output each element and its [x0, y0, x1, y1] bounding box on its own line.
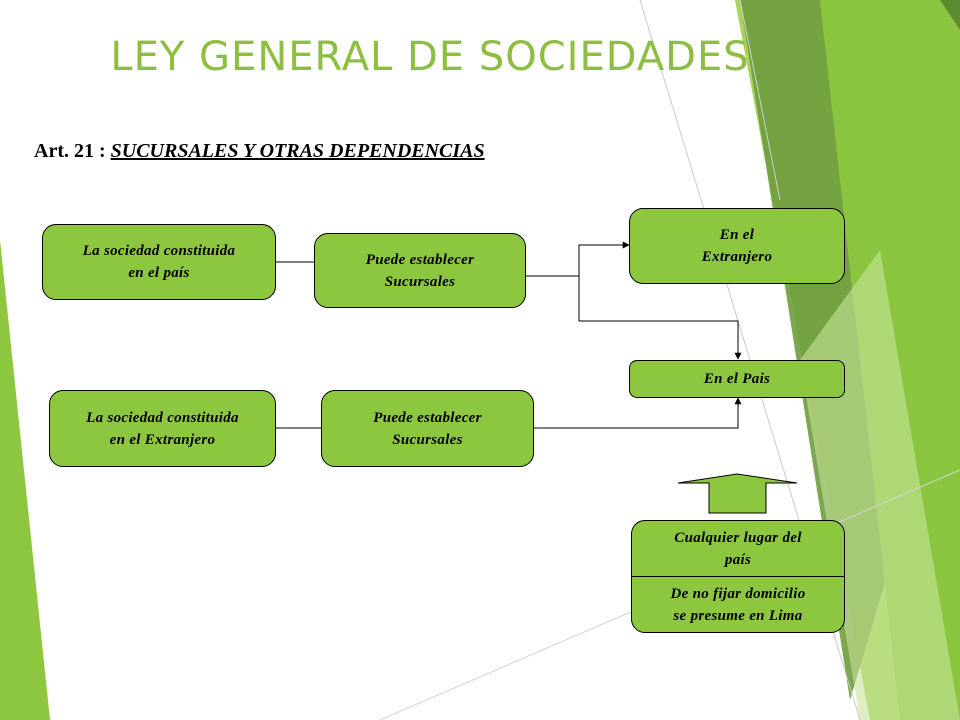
- node-abroad-line1: En el: [719, 227, 755, 243]
- article-topic: SUCURSALES Y OTRAS DEPENDENCIAS: [110, 140, 485, 162]
- node-any-place-line1: Cualquier lugar del: [674, 529, 802, 546]
- node-foreign-branches-line2: Sucursales: [392, 431, 463, 448]
- node-any-place-line3: De no fijar domicilio: [670, 585, 806, 602]
- deco-line-3: [739, 0, 781, 201]
- node-foreign-branches-line1: Puede establecer: [373, 409, 482, 426]
- node-any-place-top: Cualquier lugar del país: [632, 521, 844, 576]
- node-foreign-branches: Puede establecer Sucursales: [321, 390, 534, 467]
- connector-branches-to-abroad: [526, 241, 630, 277]
- node-local-branches-line2: Sucursales: [384, 273, 456, 290]
- node-foreign-company-line2: en el Extranjero: [109, 431, 216, 448]
- block-up-arrow-icon: [677, 473, 798, 514]
- node-any-place-divider: [632, 576, 844, 577]
- connector-foreign-branches-to-country: [534, 397, 742, 429]
- node-local-company: La sociedad constituida en el país: [42, 224, 276, 300]
- node-local-branches: Puede establecer Sucursales: [314, 233, 526, 308]
- slide-title: LEY GENERAL DE SOCIEDADES: [110, 34, 750, 80]
- node-abroad-line2: Extranjero: [701, 249, 773, 265]
- node-local-company-line2: en el país: [128, 265, 190, 281]
- node-any-place-bottom: De no fijar domicilio se presume en Lima: [632, 577, 844, 632]
- node-country-destination: En el Pais: [629, 360, 845, 398]
- connector-branches-to-country: [578, 276, 742, 360]
- corner-shard: [940, 0, 960, 30]
- node-local-branches-line1: Puede establecer: [365, 251, 475, 268]
- node-foreign-company-line1: La sociedad constituida: [86, 409, 239, 426]
- node-any-place: Cualquier lugar del país De no fijar dom…: [631, 520, 845, 633]
- node-abroad-destination: En el Extranjero: [629, 208, 845, 284]
- node-foreign-company: La sociedad constituida en el Extranjero: [49, 390, 276, 467]
- article-heading: Art. 21 : SUCURSALES Y OTRAS DEPENDENCIA…: [34, 140, 485, 163]
- node-local-company-line1: La sociedad constituida: [82, 243, 236, 259]
- node-any-place-line4: se presume en Lima: [673, 607, 803, 624]
- left-accent-stripe: [0, 240, 50, 720]
- node-any-place-line2: país: [724, 551, 752, 568]
- node-country-line1: En el Pais: [703, 371, 771, 387]
- article-label: Art. 21 :: [34, 140, 106, 162]
